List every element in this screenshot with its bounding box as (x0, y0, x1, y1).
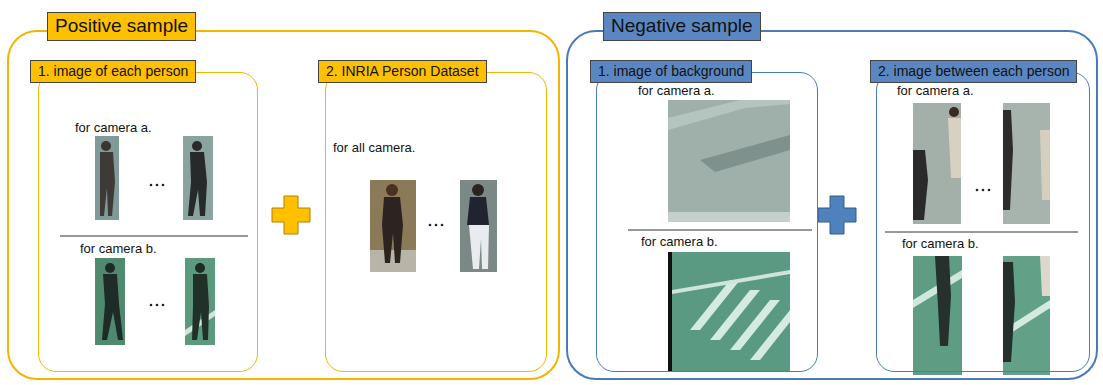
between-image (913, 103, 961, 224)
person-image (95, 136, 119, 220)
source-box: 2. INRIA Person Datasetfor all camera. (325, 72, 547, 372)
between-image (1003, 256, 1050, 375)
camera-label: for camera b. (902, 236, 979, 252)
person-image (370, 180, 416, 272)
heading-tab: 1. image of background (590, 60, 752, 83)
camera-label: for all camera. (333, 140, 415, 156)
heading-tab: 2. image between each person (870, 60, 1077, 83)
ellipsis-dots (976, 189, 991, 192)
ellipsis-dots (150, 184, 165, 187)
person-image (95, 258, 125, 345)
camera-label: for camera a. (897, 83, 974, 99)
between-image (913, 256, 962, 375)
source-box: 2. image between each personfor camera a… (876, 72, 1090, 372)
background-image (668, 252, 790, 372)
heading-tab: Negative sample (603, 12, 761, 41)
separator-line (628, 230, 812, 231)
ellipsis-dots (429, 224, 444, 227)
positive-group: Positive sample1. image of each personfo… (7, 30, 560, 380)
plus-sign (818, 196, 856, 234)
source-box: 1. image of backgroundfor camera a.for c… (596, 72, 818, 372)
heading-tab: Positive sample (47, 12, 196, 41)
ellipsis-dots (150, 304, 165, 307)
person-image (185, 258, 215, 345)
separator-line (60, 236, 248, 237)
negative-group: Negative sample1. image of backgroundfor… (566, 30, 1098, 380)
camera-label: for camera a. (638, 83, 715, 99)
person-image (460, 180, 497, 272)
between-image (1003, 103, 1050, 224)
camera-label: for camera b. (80, 241, 157, 257)
background-image (668, 100, 790, 222)
person-image (183, 136, 213, 220)
camera-label: for camera a. (75, 120, 152, 136)
separator-line (885, 232, 1078, 233)
heading-tab: 1. image of each person (30, 60, 196, 83)
camera-label: for camera b. (641, 234, 718, 250)
heading-tab: 2. INRIA Person Dataset (318, 60, 487, 83)
plus-sign (272, 196, 310, 234)
source-box: 1. image of each personfor camera a.for … (38, 72, 258, 372)
